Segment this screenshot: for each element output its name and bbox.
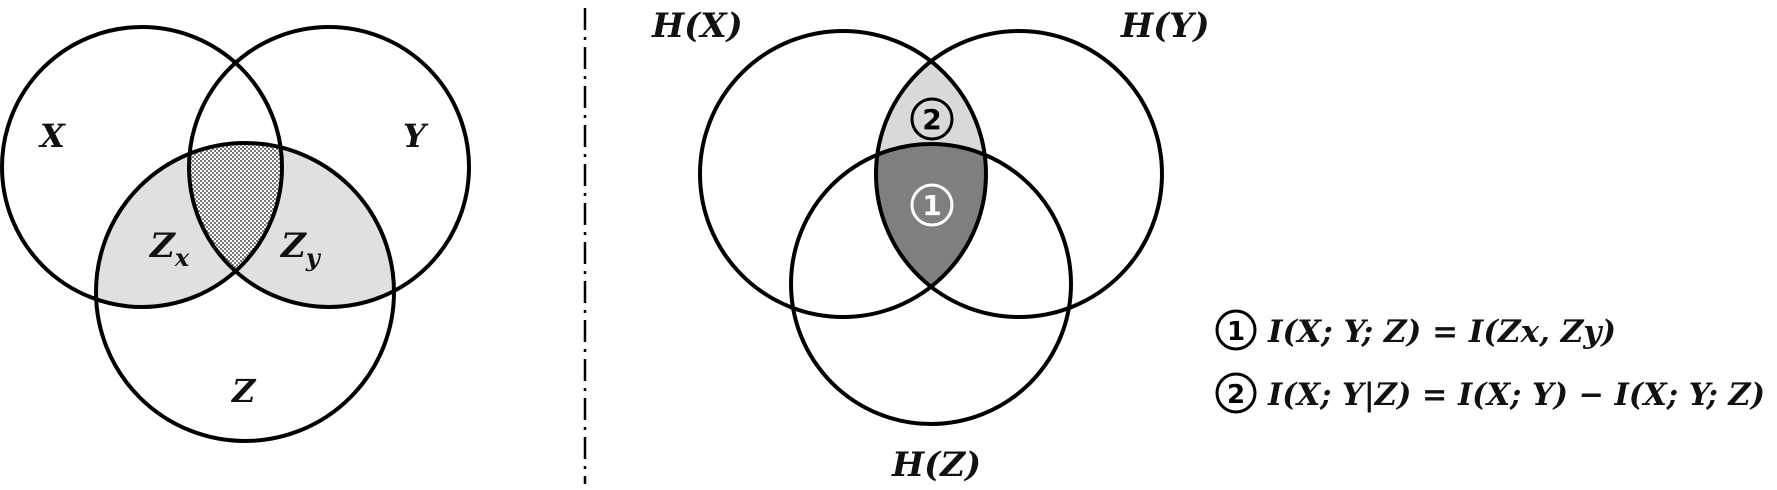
legend-marker-1-circle [1215, 309, 1257, 351]
marker-2: 2 [910, 97, 954, 141]
legend-item-2: 2 I(X; Y|Z) = I(X; Y) − I(X; Y; Z) [1215, 372, 1765, 414]
label-hy: H(Y) [1120, 6, 1210, 46]
marker-1-text: 1 [922, 189, 941, 222]
label-zx-sub: x [174, 243, 190, 272]
legend-item-1: 1 I(X; Y; Z) = I(Zx, Zy) [1215, 309, 1616, 351]
circle-y [187, 25, 471, 309]
circle-x [0, 25, 284, 309]
marker-1: 1 [910, 183, 954, 227]
label-zy-sub: y [305, 243, 322, 272]
legend: 1 I(X; Y; Z) = I(Zx, Zy) 2 I(X; Y|Z) = I… [1215, 309, 1765, 414]
label-zx: Zx [148, 226, 190, 272]
legend-formula-2: I(X; Y|Z) = I(X; Y) − I(X; Y; Z) [1267, 377, 1765, 413]
marker-2-text: 2 [922, 103, 941, 136]
right-venn: H(X) H(Y) H(Z) 2 1 [651, 6, 1210, 485]
label-hx: H(X) [651, 6, 743, 46]
legend-marker-2-circle [1215, 372, 1257, 414]
region-1 [876, 144, 986, 317]
circle-hy [874, 29, 1164, 319]
label-x: X [38, 117, 66, 155]
label-zy: Zy [279, 226, 322, 272]
label-y: Y [403, 117, 429, 155]
label-hz: H(Z) [891, 445, 981, 485]
legend-formula-1: I(X; Y; Z) = I(Zx, Zy) [1267, 314, 1616, 350]
legend-marker-1: 1 [1227, 317, 1245, 347]
label-z: Z [230, 372, 257, 410]
label-zy-main: Z [279, 226, 307, 266]
left-venn: X Y Z Zx Zy [0, 25, 471, 443]
label-zx-main: Z [148, 226, 176, 266]
circle-hz [789, 142, 1073, 426]
circle-hx [698, 29, 988, 319]
legend-marker-2: 2 [1227, 380, 1245, 410]
circle-z [94, 141, 396, 443]
